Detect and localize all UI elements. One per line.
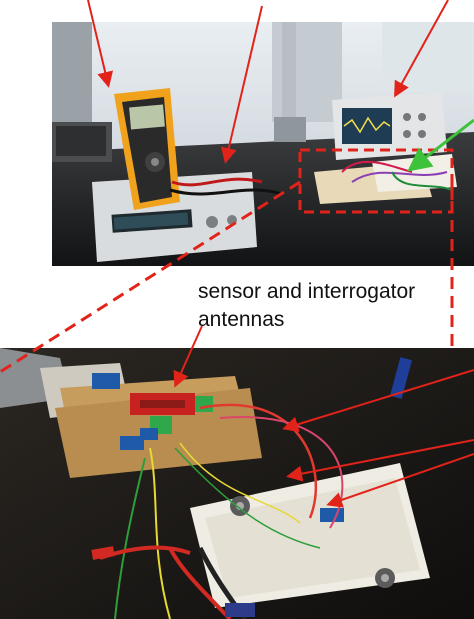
arrow-circuit-3 bbox=[326, 453, 474, 508]
arrow-circuit-1 bbox=[282, 369, 474, 433]
arrow-breadboard-green bbox=[407, 118, 474, 172]
arrow-multimeter bbox=[87, 0, 114, 88]
lab-bench-photo bbox=[52, 22, 474, 266]
arrow-antennas bbox=[173, 325, 203, 388]
caption-line-1: sensor and interrogator bbox=[198, 280, 416, 303]
caption-line-2: antennas bbox=[198, 308, 285, 331]
zoom-line-left bbox=[0, 180, 301, 374]
arrow-function-generator bbox=[220, 5, 263, 164]
arrow-oscilloscope bbox=[394, 0, 449, 98]
arrow-circuit-2 bbox=[286, 439, 474, 482]
circuit-closeup-photo bbox=[0, 348, 474, 619]
antennas-caption: sensor and interrogator antennas bbox=[198, 278, 474, 334]
